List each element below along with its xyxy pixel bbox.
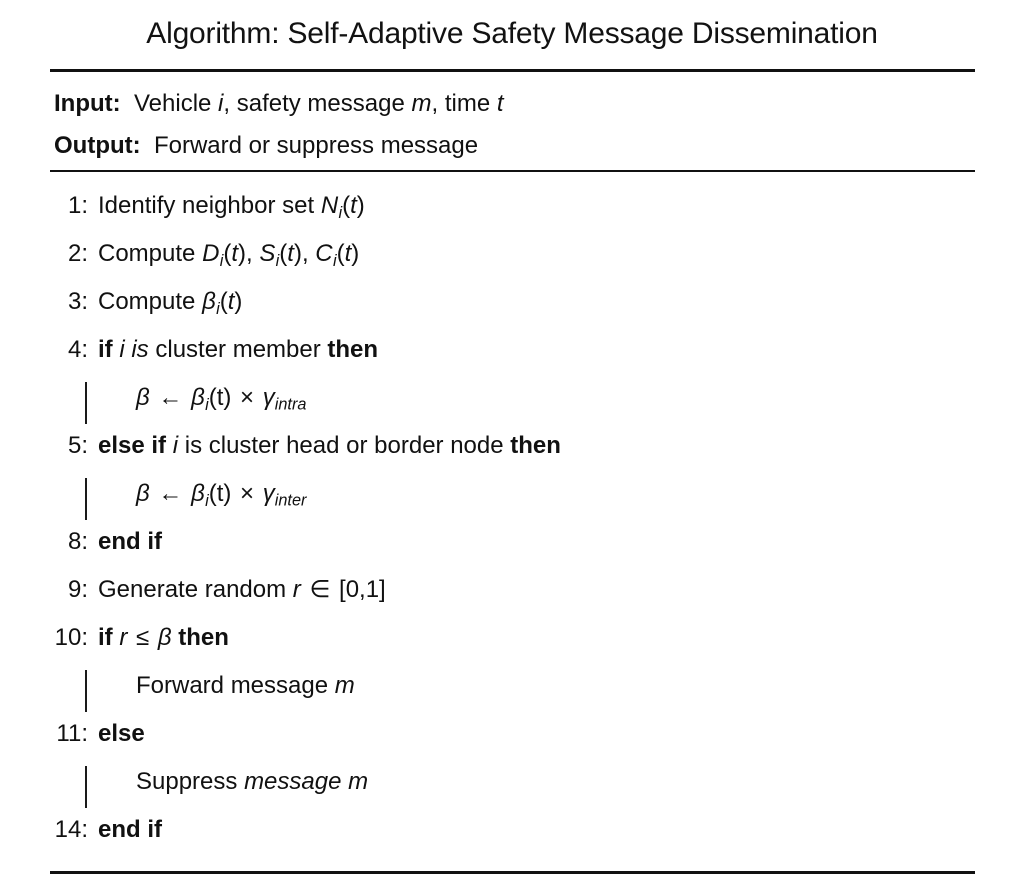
step-row-indented: β ← βi(t) × γinter xyxy=(0,476,1024,524)
indent-guide xyxy=(85,478,87,520)
input-label: Input: xyxy=(54,90,121,117)
rule-bottom xyxy=(50,871,975,874)
step-number: 4: xyxy=(67,336,88,363)
step-text: Suppress message m xyxy=(136,768,369,795)
step-text: Identify neighbor set Ni(t) xyxy=(98,192,365,222)
step-text: β ← βi(t) × γinter xyxy=(136,480,307,510)
output-value: Forward or suppress message xyxy=(147,132,479,159)
step-row: 9: Generate random r ∈ [0,1] xyxy=(0,572,1024,620)
step-row-indented: β ← βi(t) × γintra xyxy=(0,380,1024,428)
indent-guide xyxy=(85,766,87,808)
output-line: Output: Forward or suppress message xyxy=(54,125,504,167)
rule-top xyxy=(50,69,975,72)
step-number: 9: xyxy=(67,576,88,603)
step-number: 3: xyxy=(67,288,88,315)
step-text: Generate random r ∈ [0,1] xyxy=(98,576,386,603)
step-number: 10: xyxy=(54,624,88,651)
step-row-indented: Suppress message m xyxy=(0,764,1024,812)
input-line: Input: Vehicle i, safety message m, time… xyxy=(54,83,504,125)
algorithm-steps: 1: Identify neighbor set Ni(t) 2: Comput… xyxy=(0,188,1024,860)
step-row: 1: Identify neighbor set Ni(t) xyxy=(0,188,1024,236)
step-row: 4: if i is cluster member then xyxy=(0,332,1024,380)
step-row: 11: else xyxy=(0,716,1024,764)
step-text: end if xyxy=(98,528,162,555)
step-text: else if i is cluster head or border node… xyxy=(98,432,561,459)
step-row: 5: else if i is cluster head or border n… xyxy=(0,428,1024,476)
step-text: Compute βi(t) xyxy=(98,288,243,318)
rule-middle xyxy=(50,170,975,172)
step-text: end if xyxy=(98,816,162,843)
input-value: Vehicle i, safety message m, time t xyxy=(127,90,504,117)
step-text: if r ≤ β then xyxy=(98,624,229,651)
step-number: 1: xyxy=(67,192,88,219)
step-text: β ← βi(t) × γintra xyxy=(136,384,307,414)
step-text: if i is cluster member then xyxy=(98,336,379,363)
step-row: 3: Compute βi(t) xyxy=(0,284,1024,332)
step-row: 10: if r ≤ β then xyxy=(0,620,1024,668)
step-row: 8: end if xyxy=(0,524,1024,572)
indent-guide xyxy=(85,382,87,424)
step-row-indented: Forward message m xyxy=(0,668,1024,716)
step-number: 2: xyxy=(67,240,88,267)
step-text: else xyxy=(98,720,145,747)
step-text: Forward message m xyxy=(136,672,355,699)
step-text: Compute Di(t), Si(t), Ci(t) xyxy=(98,240,360,270)
step-row: 2: Compute Di(t), Si(t), Ci(t) xyxy=(0,236,1024,284)
step-number: 5: xyxy=(67,432,88,459)
output-label: Output: xyxy=(54,132,141,159)
step-number: 8: xyxy=(67,528,88,555)
indent-guide xyxy=(85,670,87,712)
step-number: 11: xyxy=(56,720,88,747)
step-row: 14: end if xyxy=(0,812,1024,860)
io-block: Input: Vehicle i, safety message m, time… xyxy=(54,83,504,167)
step-number: 14: xyxy=(54,816,88,843)
algorithm-title: Algorithm: Self-Adaptive Safety Message … xyxy=(146,17,878,50)
